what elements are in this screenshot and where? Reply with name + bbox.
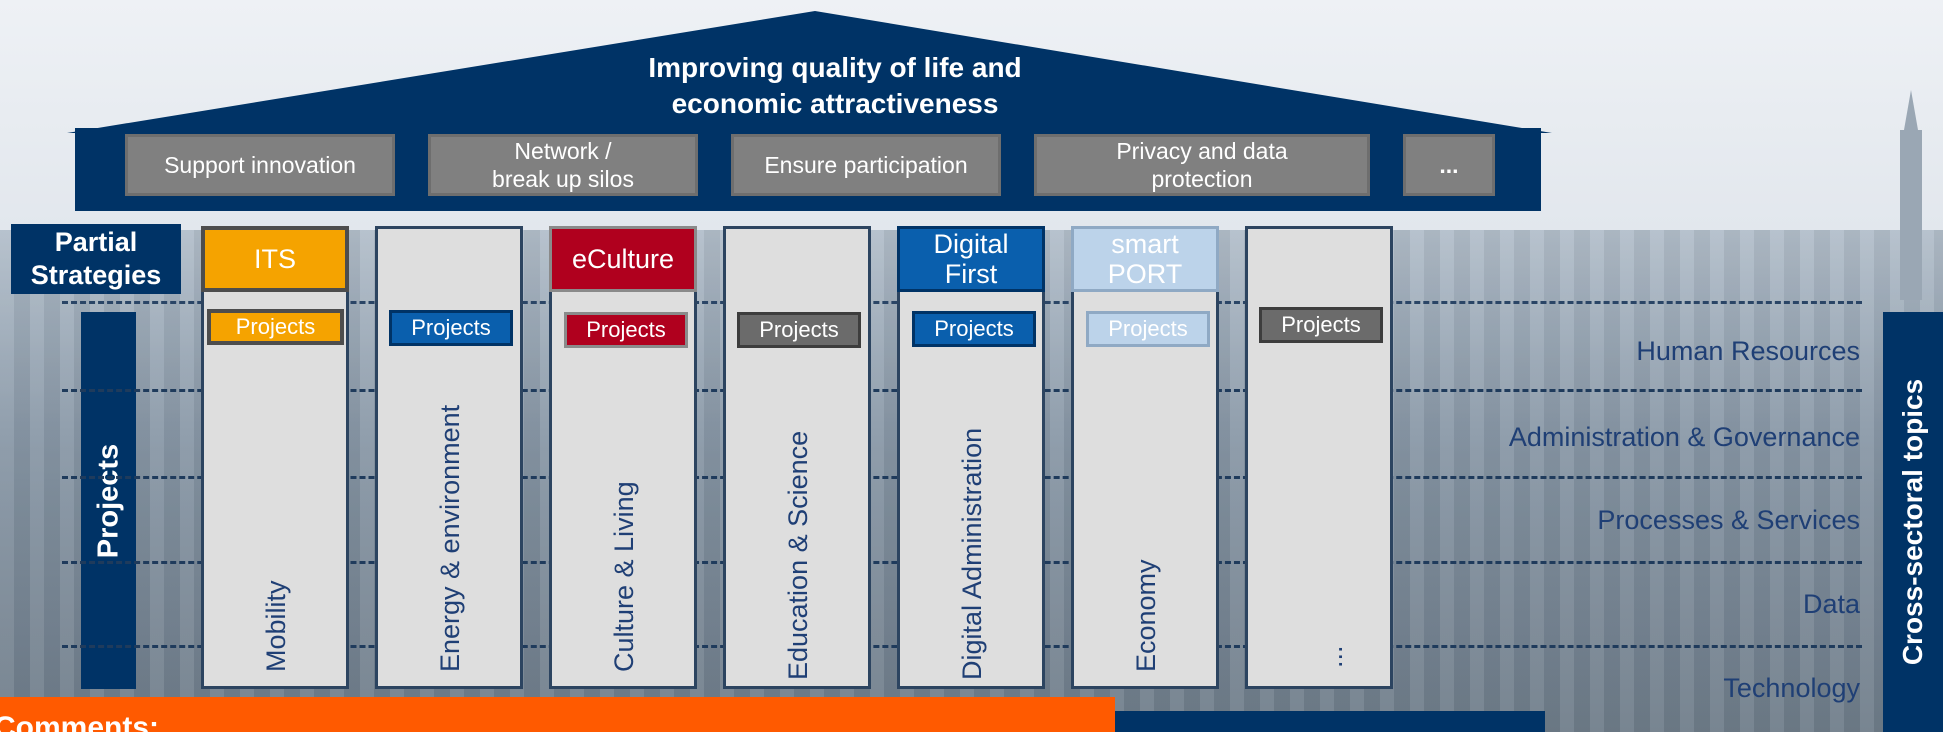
footer-navy-bar	[1115, 711, 1545, 732]
pillar-education	[723, 226, 871, 689]
roof-triangle	[67, 11, 1552, 133]
strategy-its: ITS	[201, 226, 349, 292]
projects-side-text: Projects	[92, 443, 124, 558]
topic-technology: Technology	[1723, 673, 1860, 703]
value-privacy: Privacy and data protection	[1034, 134, 1370, 196]
sector-digital-admin: Digital Administration	[957, 427, 987, 680]
topic-administration-governance: Administration & Governance	[1508, 422, 1860, 452]
pillar-economy	[1071, 226, 1219, 689]
strategy-smart-port: smart PORT	[1071, 226, 1219, 292]
projects-digital-admin: Projects	[912, 311, 1036, 347]
topic-data: Data	[1802, 589, 1860, 619]
topic-processes-services: Processes & Services	[1597, 505, 1860, 535]
sector-culture: Culture & Living	[609, 481, 639, 672]
cross-sectoral-text: Cross-sectoral topics	[1897, 378, 1928, 666]
sector-mobility: Mobility	[261, 580, 291, 672]
pillar-energy	[375, 226, 523, 689]
value-support-innovation: Support innovation	[125, 134, 395, 196]
value-participation: Ensure participation	[731, 134, 1001, 196]
pillar-digital-admin	[897, 226, 1045, 689]
projects-side-label: Projects	[81, 312, 136, 689]
projects-more: Projects	[1259, 307, 1383, 343]
strategy-eculture: eCulture	[549, 226, 697, 292]
projects-culture: Projects	[564, 312, 688, 348]
sector-education: Education & Science	[783, 430, 813, 680]
sector-more: ...	[1318, 645, 1348, 668]
pillar-mobility	[201, 226, 349, 689]
partial-strategies-label: Partial Strategies	[11, 224, 181, 294]
topic-human-resources: Human Resources	[1636, 336, 1860, 366]
comments-label: Comments:	[0, 711, 160, 732]
projects-mobility: Projects	[207, 309, 344, 345]
church-tower	[1900, 90, 1922, 300]
projects-economy: Projects	[1086, 311, 1210, 347]
cross-sectoral-label: Cross-sectoral topics	[1883, 312, 1943, 732]
value-network: Network / break up silos	[428, 134, 698, 196]
comments-bar: Comments:	[0, 697, 1115, 732]
sector-economy: Economy	[1131, 559, 1161, 672]
value-more: ...	[1403, 134, 1495, 196]
sector-energy: Energy & environment	[435, 404, 465, 672]
projects-energy: Projects	[389, 310, 513, 346]
strategy-digital-first: Digital First	[897, 226, 1045, 292]
pillar-culture	[549, 226, 697, 689]
pillar-more	[1245, 226, 1393, 689]
projects-education: Projects	[737, 312, 861, 348]
roof-title: Improving quality of life and economic a…	[648, 52, 1022, 119]
